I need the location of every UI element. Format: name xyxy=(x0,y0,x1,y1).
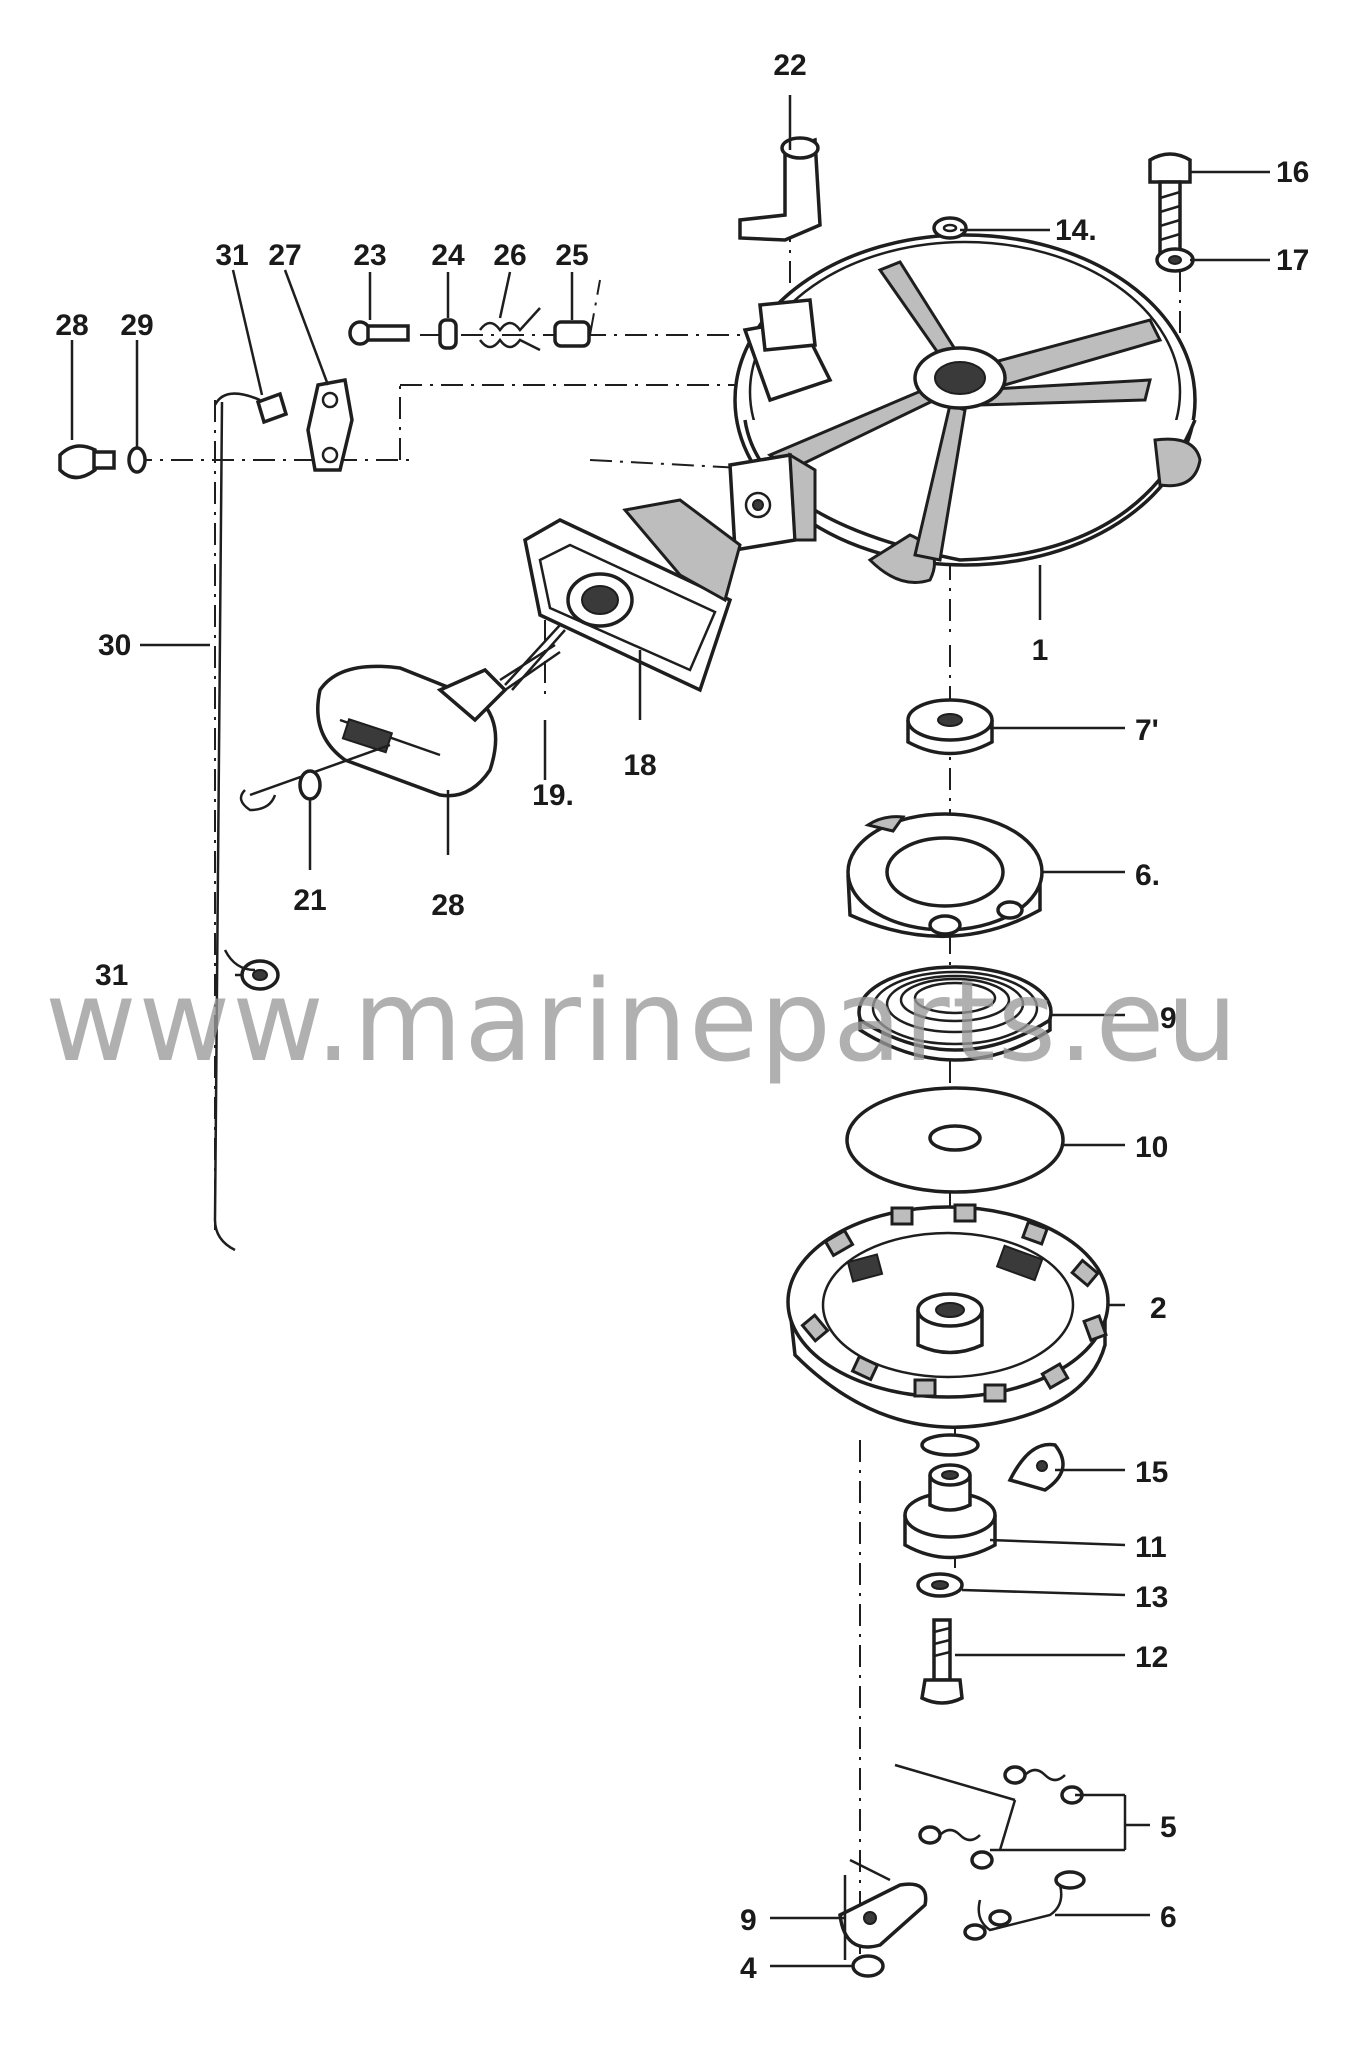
label-part-23: 23 xyxy=(353,239,386,272)
label-part-17: 17 xyxy=(1276,244,1309,277)
plate-part-27 xyxy=(306,377,354,472)
watermark-text: www.marineparts.eu xyxy=(45,957,1239,1087)
starter-handle-part-28 xyxy=(316,643,561,798)
label-part-13: 13 xyxy=(1135,1581,1168,1614)
label-part-27: 27 xyxy=(268,239,301,272)
knob-part-28-left xyxy=(58,444,116,480)
label-part-9-lower: 9 xyxy=(740,1904,757,1937)
pulley-part-2 xyxy=(786,1203,1110,1429)
washer-part-4 xyxy=(851,1954,885,1978)
label-part-21: 21 xyxy=(293,884,326,917)
label-part-22: 22 xyxy=(773,49,806,82)
rope-pin-part-19 xyxy=(504,624,566,691)
label-part-18: 18 xyxy=(623,749,656,782)
sleeve-part-25 xyxy=(553,320,591,348)
washer-part-13 xyxy=(916,1572,964,1598)
pawl-part-9-lower xyxy=(838,1858,928,1960)
label-part-28-left: 28 xyxy=(55,309,88,342)
label-part-14: 14. xyxy=(1055,214,1097,247)
label-part-12: 12 xyxy=(1135,1641,1168,1674)
label-part-4: 4 xyxy=(740,1952,757,1985)
label-part-16: 16 xyxy=(1276,156,1309,189)
label-part-9: 9 xyxy=(1160,1002,1177,1035)
label-part-2: 2 xyxy=(1150,1292,1167,1325)
bushing-part-7 xyxy=(906,698,994,756)
label-part-19: 19. xyxy=(532,779,574,812)
label-part-5: 5 xyxy=(1160,1811,1177,1844)
bolt-part-12 xyxy=(920,1618,964,1705)
plate-part-10 xyxy=(845,1086,1065,1194)
label-part-25: 25 xyxy=(555,239,588,272)
label-part-24: 24 xyxy=(431,239,465,272)
washer-part-29 xyxy=(127,446,147,474)
label-part-7: 7' xyxy=(1135,714,1159,747)
label-part-31-top: 31 xyxy=(215,239,248,272)
ratchet-hub-part-11 xyxy=(903,1433,997,1560)
label-part-28: 28 xyxy=(431,889,464,922)
spring-assembly-part-5 xyxy=(894,1763,1084,1870)
lever-part-22 xyxy=(738,136,822,242)
screw-part-23 xyxy=(348,320,410,346)
rope-guide-part-18 xyxy=(523,498,742,693)
recoil-spring-part-9 xyxy=(857,965,1053,1062)
nut-part-14 xyxy=(932,216,968,240)
label-part-11: 11 xyxy=(1135,1531,1167,1564)
part-labels: 22 16 14. 17 31 27 23 24 26 25 28 29 30 … xyxy=(55,49,1309,1985)
cable-part-30 xyxy=(213,401,236,1252)
leader-lines xyxy=(70,95,1270,1968)
rope-part-21 xyxy=(239,743,391,812)
spring-case-part-6 xyxy=(846,812,1044,939)
label-part-30: 30 xyxy=(98,629,131,662)
label-part-31-bottom: 31 xyxy=(95,959,128,992)
label-part-15: 15 xyxy=(1135,1456,1168,1489)
label-part-29: 29 xyxy=(120,309,153,342)
collar-part-24 xyxy=(438,318,458,350)
spring-part-26 xyxy=(478,307,541,352)
label-part-1: 1 xyxy=(1032,634,1049,667)
spring-clip-part-6-lower xyxy=(963,1870,1086,1941)
starter-case xyxy=(728,233,1202,584)
clip-part-31-top xyxy=(213,391,289,425)
label-part-26: 26 xyxy=(493,239,526,272)
label-part-6: 6. xyxy=(1135,859,1160,892)
washer-part-17 xyxy=(1155,247,1195,273)
bolt-part-16 xyxy=(1148,152,1192,264)
label-part-6-lower: 6 xyxy=(1160,1901,1177,1934)
label-part-10: 10 xyxy=(1135,1131,1168,1164)
nut-part-15 xyxy=(1007,1442,1065,1492)
